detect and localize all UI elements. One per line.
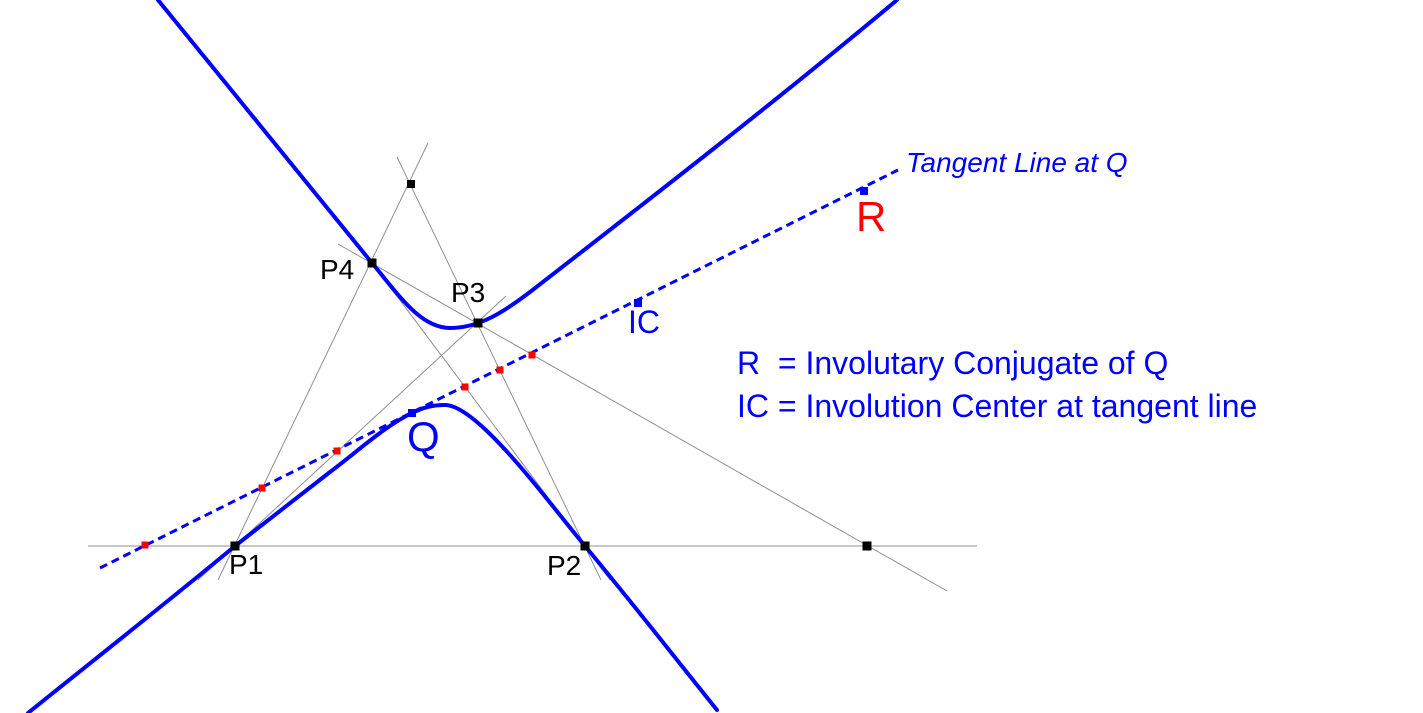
point-q[interactable] (408, 409, 416, 417)
label-p2: P2 (547, 550, 582, 581)
legend: R = Involutary Conjugate of Q IC = Invol… (737, 342, 1257, 428)
label-q: Q (407, 413, 440, 460)
line-p1p4 (217, 142, 429, 581)
diagonal-point-1[interactable] (862, 541, 872, 551)
caption-tangent-line: Tangent Line at Q (906, 147, 1128, 178)
involution-point-5[interactable] (496, 366, 504, 374)
point-p2[interactable] (580, 541, 590, 551)
legend-line-1: R = Involutary Conjugate of Q (737, 345, 1169, 381)
label-ic: IC (628, 304, 660, 340)
blue-points (408, 187, 868, 417)
involution-point-1[interactable] (141, 541, 149, 549)
point-ic[interactable] (634, 299, 642, 307)
hyperbola-upper-branch[interactable] (156, 0, 899, 330)
legend-line-2: IC = Involution Center at tangent line (737, 388, 1258, 424)
involution-point-4[interactable] (461, 383, 469, 391)
label-r: R (856, 193, 887, 240)
line-p3p4 (337, 243, 948, 592)
label-p4: P4 (320, 254, 355, 285)
black-points (230, 180, 872, 551)
point-p3[interactable] (473, 318, 483, 328)
hyperbola-lower-branch[interactable] (26, 403, 719, 713)
label-p3: P3 (451, 277, 486, 308)
point-r[interactable] (860, 187, 868, 195)
point-p4[interactable] (367, 258, 377, 268)
diagonal-point-2[interactable] (407, 180, 415, 188)
label-p1: P1 (229, 549, 264, 580)
point-p1[interactable] (230, 541, 240, 551)
involution-point-6[interactable] (528, 351, 536, 359)
involution-point-2[interactable] (258, 484, 266, 492)
involution-point-3[interactable] (333, 447, 341, 455)
involution-points (141, 351, 536, 549)
